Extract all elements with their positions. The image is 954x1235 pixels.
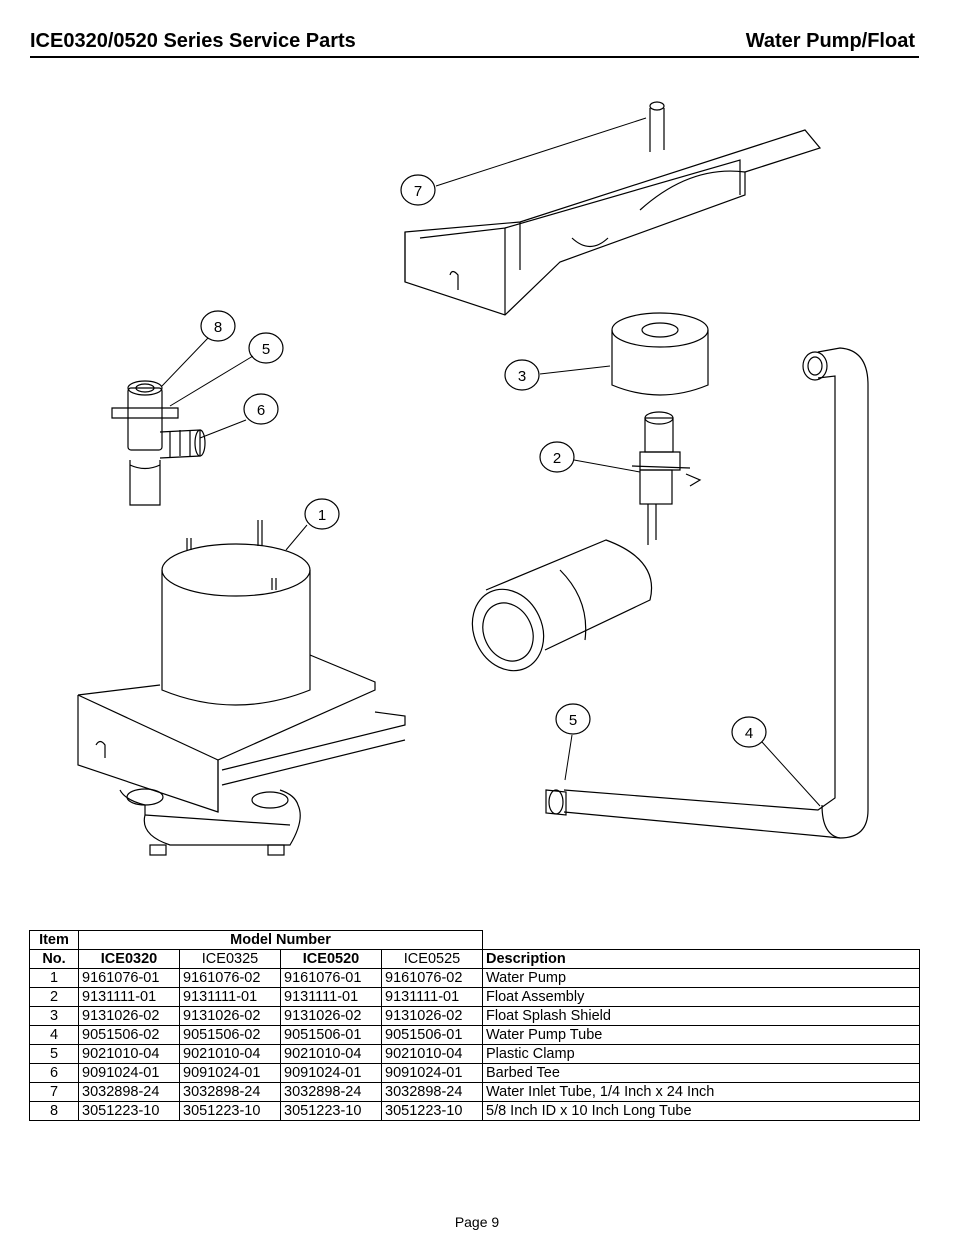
part-number-ice0325: 9161076-02 <box>179 968 281 988</box>
part-number-ice0525: 9021010-04 <box>381 1044 483 1064</box>
description-cell: 5/8 Inch ID x 10 Inch Long Tube <box>482 1101 920 1121</box>
section-title: Water Pump/Float <box>745 30 915 52</box>
part-number-ice0325: 9131026-02 <box>179 1006 281 1026</box>
part-number-ice0320: 3051223-10 <box>78 1101 180 1121</box>
description-header: Description <box>482 949 920 969</box>
callout-7: 7 <box>414 183 422 200</box>
part-number-ice0525: 3051223-10 <box>381 1101 483 1121</box>
callout-6: 6 <box>257 402 265 419</box>
callout-4: 4 <box>745 725 753 742</box>
part-number-ice0320: 9091024-01 <box>78 1063 180 1083</box>
part-2-float-assembly <box>471 411 702 672</box>
part-number-ice0520: 9091024-01 <box>280 1063 382 1083</box>
part-1-water-pump <box>77 520 406 856</box>
callout-5-upper: 5 <box>262 341 270 358</box>
exploded-parts-diagram: 7 8 5 6 1 3 2 5 4 <box>77 101 869 856</box>
part-number-ice0525: 9091024-01 <box>381 1063 483 1083</box>
model-header-ice0325: ICE0325 <box>179 949 281 969</box>
item-number-cell: 6 <box>29 1063 79 1083</box>
description-cell: Barbed Tee <box>482 1063 920 1083</box>
part-number-ice0520: 9131026-02 <box>280 1006 382 1026</box>
item-number-cell: 8 <box>29 1101 79 1121</box>
table-header-row-2: No. ICE0320 ICE0325 ICE0520 ICE0525 Desc… <box>29 949 920 969</box>
description-cell: Water Pump Tube <box>482 1025 920 1045</box>
model-number-header: Model Number <box>78 930 483 950</box>
model-header-ice0320: ICE0320 <box>78 949 180 969</box>
part-number-ice0325: 3051223-10 <box>179 1101 281 1121</box>
description-cell: Float Splash Shield <box>482 1006 920 1026</box>
page-number: Page 9 <box>454 1214 500 1230</box>
part-number-ice0320: 9161076-01 <box>78 968 180 988</box>
item-number-cell: 2 <box>29 987 79 1007</box>
service-parts-table: Item Model Number No. ICE0320 ICE0325 IC… <box>29 930 920 1121</box>
callout-3: 3 <box>518 368 526 385</box>
description-cell: Water Pump <box>482 968 920 988</box>
part-number-ice0525: 9051506-01 <box>381 1025 483 1045</box>
item-number-cell: 7 <box>29 1082 79 1102</box>
part-number-ice0520: 3032898-24 <box>280 1082 382 1102</box>
description-cell: Plastic Clamp <box>482 1044 920 1064</box>
part-number-ice0520: 3051223-10 <box>280 1101 382 1121</box>
page-header: ICE0320/0520 Series Service Parts Water … <box>30 30 919 58</box>
item-number-cell: 3 <box>29 1006 79 1026</box>
part-number-ice0320: 3032898-24 <box>78 1082 180 1102</box>
part-number-ice0525: 9131026-02 <box>381 1006 483 1026</box>
part-number-ice0320: 9131026-02 <box>78 1006 180 1026</box>
blank-header-cell <box>482 930 920 950</box>
table-header-row-1: Item Model Number <box>29 930 920 950</box>
part-number-ice0320: 9051506-02 <box>78 1025 180 1045</box>
part-number-ice0325: 9131111-01 <box>179 987 281 1007</box>
part-number-ice0325: 3032898-24 <box>179 1082 281 1102</box>
part-number-ice0520: 9021010-04 <box>280 1044 382 1064</box>
leader-lines <box>161 117 821 807</box>
part-6-barbed-tee <box>111 380 206 506</box>
part-number-ice0520: 9051506-01 <box>280 1025 382 1045</box>
item-header: Item <box>29 930 79 950</box>
part-number-ice0525: 9161076-02 <box>381 968 483 988</box>
part-4-water-pump-tube <box>545 347 869 839</box>
model-header-ice0520: ICE0520 <box>280 949 382 969</box>
part-number-ice0325: 9051506-02 <box>179 1025 281 1045</box>
part-number-ice0325: 9091024-01 <box>179 1063 281 1083</box>
item-number-cell: 4 <box>29 1025 79 1045</box>
callout-2: 2 <box>553 450 561 467</box>
item-number-cell: 5 <box>29 1044 79 1064</box>
description-cell: Water Inlet Tube, 1/4 Inch x 24 Inch <box>482 1082 920 1102</box>
part-number-ice0520: 9161076-01 <box>280 968 382 988</box>
part-number-ice0320: 9021010-04 <box>78 1044 180 1064</box>
callout-5-lower: 5 <box>569 712 577 729</box>
part-7-water-inlet-tube <box>404 101 822 316</box>
part-number-ice0520: 9131111-01 <box>280 987 382 1007</box>
callout-8: 8 <box>214 319 222 336</box>
part-3-float-splash-shield <box>611 312 709 396</box>
item-number-cell: 1 <box>29 968 79 988</box>
part-number-ice0525: 9131111-01 <box>381 987 483 1007</box>
part-number-ice0320: 9131111-01 <box>78 987 180 1007</box>
document-title: ICE0320/0520 Series Service Parts <box>30 30 356 52</box>
part-number-ice0325: 9021010-04 <box>179 1044 281 1064</box>
description-cell: Float Assembly <box>482 987 920 1007</box>
part-number-ice0525: 3032898-24 <box>381 1082 483 1102</box>
callout-bubbles <box>200 174 767 748</box>
item-no-header: No. <box>29 949 79 969</box>
callout-1: 1 <box>318 507 326 524</box>
model-header-ice0525: ICE0525 <box>381 949 483 969</box>
